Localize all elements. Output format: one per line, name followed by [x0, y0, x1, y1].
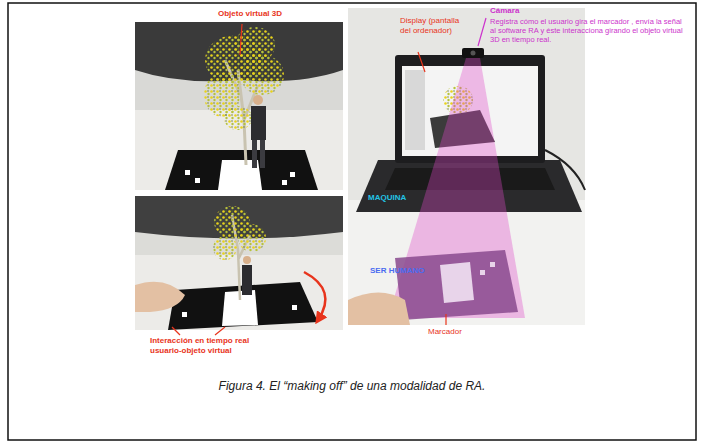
- callout-note: Registra cómo el usuario gira el marcado…: [490, 17, 685, 44]
- man-leg: [260, 140, 265, 168]
- tree-leaves: [224, 106, 252, 130]
- callout-heading: Cámara: [490, 6, 570, 16]
- marker-pattern: [290, 172, 295, 177]
- leader-line: [240, 24, 242, 55]
- tree-leaves: [238, 224, 266, 252]
- man-head: [243, 256, 251, 264]
- man-leg: [252, 140, 257, 168]
- hand: [348, 293, 410, 326]
- callout-label-box: Interacción en tiempo real usuario-objet…: [150, 336, 280, 355]
- callout-label-box: Display (pantalla del ordenador): [400, 16, 460, 35]
- man-body: [242, 265, 252, 295]
- callout-label-box: Marcador: [428, 327, 508, 337]
- marker-pattern: [282, 180, 287, 185]
- person-background: [135, 196, 343, 239]
- tree-leaves: [213, 236, 237, 260]
- callout-label: Objeto virtual 3D: [218, 9, 318, 19]
- held-marker: [395, 250, 518, 320]
- marker-pattern: [182, 312, 187, 317]
- callout-label: Marcador: [428, 327, 508, 337]
- marker-pattern: [292, 305, 297, 310]
- group-label: SER HUMANO: [370, 266, 460, 276]
- callout-label: Interacción en tiempo real usuario-objet…: [150, 336, 280, 355]
- figure-frame: [8, 3, 696, 440]
- marker-pattern: [480, 270, 485, 275]
- callout-label-box: Objeto virtual 3D: [218, 9, 318, 19]
- photo-ground: [135, 196, 343, 330]
- callout-heading-box: Cámara: [490, 6, 570, 16]
- webcam: [462, 48, 484, 58]
- hand: [135, 282, 185, 312]
- leader-line: [215, 327, 225, 335]
- marker-pattern: [185, 170, 190, 175]
- ar-photo-bottom: [135, 196, 343, 330]
- ar-photo-top: [135, 22, 343, 190]
- figure-caption: Figura 4. El “making off” de una modalid…: [219, 379, 486, 393]
- man-body: [251, 106, 266, 140]
- marker-pattern: [490, 262, 495, 267]
- leader-line: [172, 327, 180, 335]
- leader-line: [478, 18, 486, 46]
- webcam-lens: [471, 51, 476, 56]
- photo-ground: [348, 8, 585, 325]
- man-head: [253, 95, 263, 105]
- marker-pattern: [195, 178, 200, 183]
- marker: [165, 150, 318, 190]
- leader-line: [445, 314, 446, 325]
- marker-pattern: [440, 262, 474, 303]
- ar-photo-laptop: [348, 8, 585, 325]
- group-label: MAQUINA: [368, 193, 448, 203]
- photo-ground: [135, 22, 343, 190]
- callout-note-box: Registra cómo el usuario gira el marcado…: [490, 17, 685, 44]
- callout-label: Display (pantalla del ordenador): [400, 16, 460, 35]
- leader-line: [418, 52, 425, 72]
- caption-box: Figura 4. El “making off” de una modalid…: [8, 376, 696, 394]
- software-sidebar: [405, 70, 425, 150]
- group-label-box: SER HUMANO: [370, 266, 460, 276]
- rotation-arrow: [304, 272, 325, 320]
- group-label-box: MAQUINA: [368, 193, 448, 203]
